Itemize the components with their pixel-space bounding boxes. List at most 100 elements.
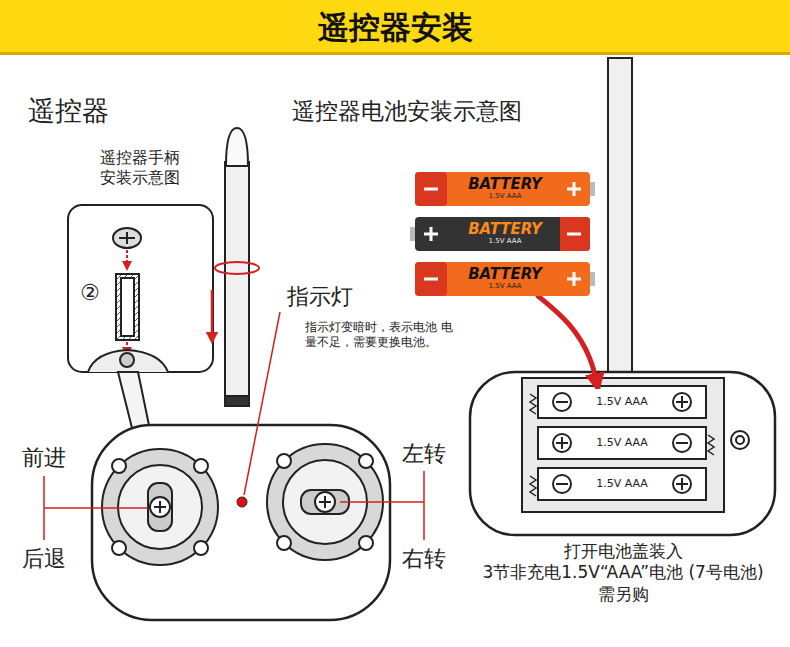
polarity-marks (553, 475, 571, 493)
battery-spec: 1.5V AAA (489, 283, 522, 290)
battery-brand: BATTERY (468, 222, 542, 238)
leader-lines (244, 312, 280, 495)
antenna-rod (608, 58, 632, 376)
polarity-marks (556, 483, 568, 485)
battery-note: 打开电池盖装入 3节非充电1.5V“AAA”电池 (7号电池)需另购 (478, 541, 768, 605)
antenna-stick (215, 262, 259, 274)
battery-middle (558, 217, 590, 251)
direction-label: 后退 (22, 545, 66, 573)
battery-middle (567, 233, 581, 236)
battery-middle (424, 227, 438, 241)
battery-pack (410, 172, 595, 296)
page-title: 遥控器安装 (0, 8, 790, 47)
indicator-light (237, 497, 247, 507)
handle-inset (120, 353, 134, 367)
remote-back (736, 436, 744, 444)
polarity-marks (556, 437, 568, 449)
inset-caption: 遥控器手柄 安装示意图 (70, 148, 210, 188)
title-band (0, 0, 790, 54)
left-joystick (112, 541, 126, 555)
battery-top (567, 182, 581, 196)
right-joystick (319, 496, 331, 508)
battery-slot: 1.5V AAA (582, 430, 662, 456)
battery-bottom (590, 272, 595, 286)
handle-inset (113, 228, 141, 248)
battery-middle (410, 217, 590, 251)
springs (530, 476, 536, 496)
direction-label: 左转 (402, 440, 446, 468)
leader-lines (44, 507, 148, 509)
polarity-marks (556, 401, 568, 403)
polarity-marks (553, 434, 571, 452)
battery-bottom (424, 278, 438, 281)
battery-middle (410, 227, 415, 241)
springs (708, 435, 714, 455)
direction-label: 右转 (402, 545, 446, 573)
battery-brand: BATTERY (468, 267, 542, 283)
polarity-marks (676, 442, 688, 444)
battery-bottom (415, 262, 447, 296)
battery-label: BATTERY1.5V AAA (450, 262, 560, 296)
remote-back (731, 431, 749, 449)
section-heading: 遥控器电池安装示意图 (292, 97, 522, 126)
right-joystick (277, 536, 291, 550)
handle-inset (68, 205, 213, 372)
right-joystick (359, 536, 373, 550)
handle-inset (116, 274, 139, 340)
remote-front (92, 425, 390, 620)
indicator-label: 指示灯 (287, 283, 353, 311)
battery-bottom (567, 272, 581, 286)
polarity-marks (673, 393, 691, 411)
left-joystick (194, 541, 208, 555)
battery-brand: BATTERY (468, 177, 542, 193)
battery-spec: 1.5V AAA (596, 396, 648, 408)
remote-back (538, 468, 706, 500)
battery-middle (415, 217, 590, 251)
leader-lines (423, 471, 425, 540)
right-joystick (315, 492, 335, 512)
antenna-stick (212, 128, 259, 406)
insert-arrow (538, 296, 598, 389)
polarity-marks (673, 475, 691, 493)
springs (530, 394, 536, 414)
battery-top (415, 172, 590, 206)
battery-slot: 1.5V AAA (582, 389, 662, 415)
remote-back (522, 378, 724, 512)
battery-bottom (415, 262, 590, 296)
polarity-marks (673, 434, 691, 452)
handle-inset (88, 350, 168, 372)
polarity-marks (676, 478, 688, 490)
right-joystick (359, 454, 373, 468)
left-joystick (112, 459, 126, 473)
left-joystick (118, 465, 202, 549)
battery-slot: 1.5V AAA (582, 471, 662, 497)
remote-back (538, 386, 706, 418)
section-heading: 遥控器 (28, 94, 109, 128)
remote-back (470, 372, 775, 535)
left-joystick (148, 483, 172, 531)
antenna-stick (226, 128, 248, 166)
battery-label: BATTERY1.5V AAA (450, 217, 560, 251)
antenna-stick (211, 290, 214, 338)
title-band (0, 52, 790, 55)
left-joystick (102, 449, 218, 565)
title-band (0, 0, 790, 55)
battery-spec: 1.5V AAA (489, 238, 522, 245)
battery-top (590, 182, 595, 196)
direction-label: 前进 (22, 444, 66, 472)
leader-lines (340, 501, 424, 503)
battery-spec: 1.5V AAA (596, 437, 648, 449)
left-joystick (150, 497, 170, 517)
callout-number: ② (80, 279, 100, 307)
battery-spec: 1.5V AAA (596, 478, 648, 490)
battery-spec: 1.5V AAA (489, 193, 522, 200)
right-joystick (277, 454, 291, 468)
antenna-rod (608, 58, 632, 376)
battery-bottom (415, 262, 595, 296)
battery-top (415, 172, 447, 206)
battery-label: BATTERY1.5V AAA (450, 172, 560, 206)
left-joystick (154, 501, 166, 513)
left-joystick (194, 459, 208, 473)
handle-inset (121, 278, 134, 336)
